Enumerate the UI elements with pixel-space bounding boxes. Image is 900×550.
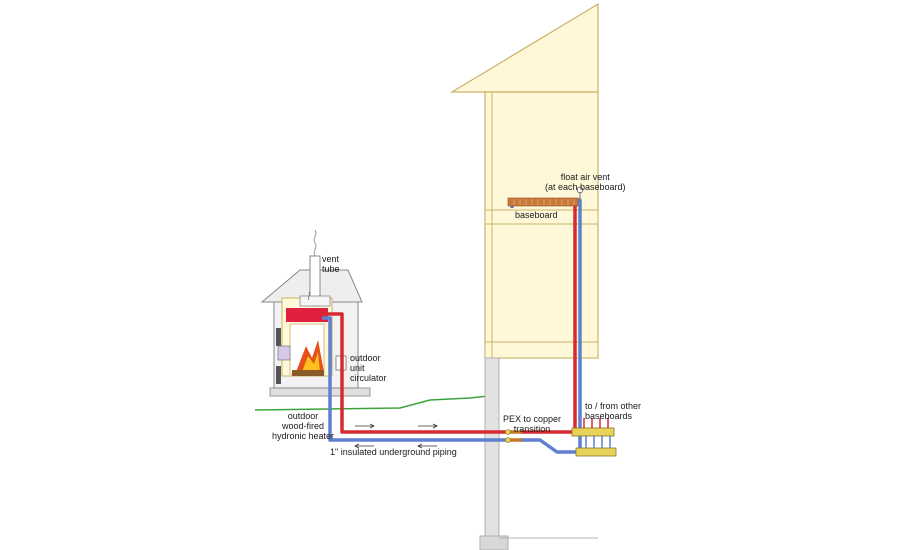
hinge-lower [276,366,281,384]
manifold-supply [571,418,615,437]
pex-fitting-return [505,437,511,443]
vent-tube-label: vent tube [322,254,340,274]
flow-arrow-return [354,443,374,449]
float-air-vent-icon [576,186,584,194]
manifold-return [575,436,617,457]
ground-line [254,395,489,411]
underground-piping-label: 1" insulated underground piping [330,447,457,457]
flow-arrow-supply-2 [418,423,438,429]
heat-squiggle-icon [308,291,310,301]
baseboard-fins [513,199,575,205]
pex-transition-label: PEX to copper transition [503,414,562,434]
foundation-footing [479,535,509,550]
logs [292,370,324,376]
heater-label: outdoor wood-fired hydronic heater [271,411,335,441]
heater-base-pad [269,387,371,397]
flow-arrow-return-2 [417,443,437,449]
baseboard-unit [507,197,579,207]
pex-fitting-supply [505,429,511,435]
other-baseboards-label: to / from other baseboards [585,401,642,421]
fire-core-icon [302,352,320,372]
float-air-vent-label: float air vent (at each baseboard) [545,172,626,192]
baseboard-label: baseboard [515,210,558,220]
vent-collar [299,295,331,307]
flow-arrow-supply [355,423,375,429]
outdoor-heater [260,255,371,397]
circulator-label: outdoor unit circulator [350,353,387,383]
foundation-wall [484,357,500,539]
draft-door [277,345,291,361]
hinge-upper [276,328,281,346]
hot-water-top [286,308,328,322]
house-roof [449,2,599,93]
smoke-icon [313,229,317,257]
